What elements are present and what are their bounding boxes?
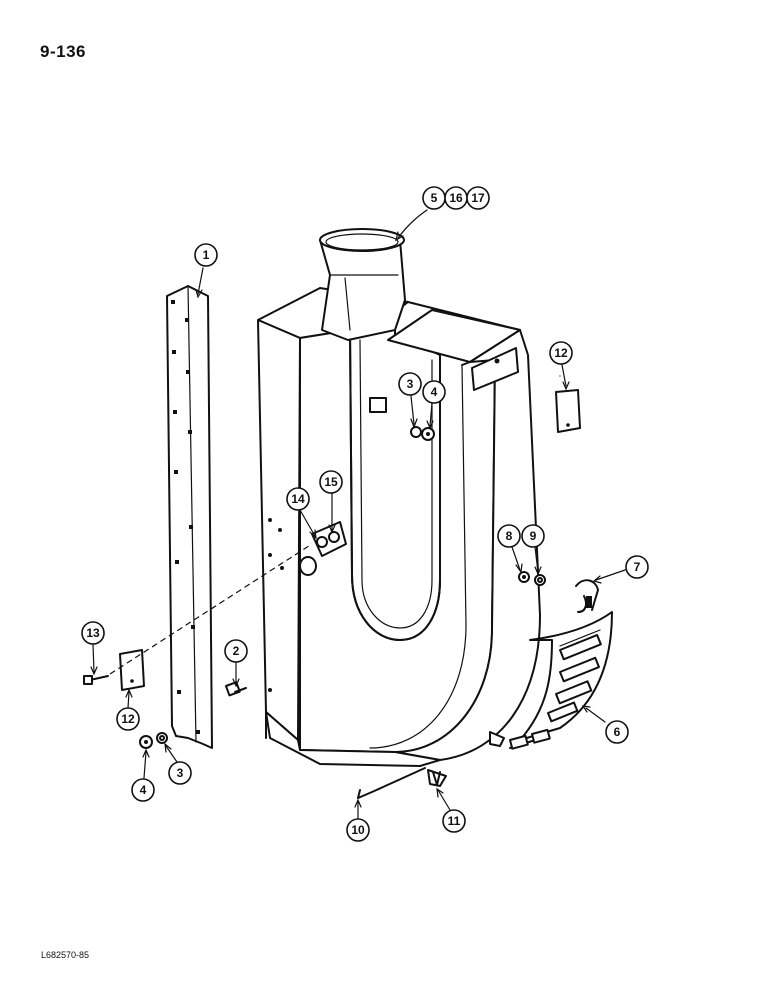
- callout-14: 14: [286, 487, 310, 511]
- callout-4-lower-label: 4: [140, 783, 147, 797]
- spring-clip: [575, 579, 599, 613]
- callout-10: 10: [346, 818, 370, 842]
- callout-3-lower: 3: [168, 761, 192, 785]
- callout-5: 5: [422, 186, 446, 210]
- callout-17-label: 17: [471, 191, 485, 205]
- callout-2-label: 2: [233, 644, 240, 658]
- cover-plate-left: [119, 649, 145, 691]
- cover-plate-right: [555, 389, 581, 433]
- callout-3-upper: 3: [398, 372, 422, 396]
- callout-15: 15: [319, 470, 343, 494]
- callout-3-upper-label: 3: [407, 377, 414, 391]
- callout-6: 6: [605, 720, 629, 744]
- callout-4-upper-label: 4: [431, 385, 438, 399]
- callout-4-lower: 4: [131, 778, 155, 802]
- callout-5-label: 5: [431, 191, 438, 205]
- callout-8: 8: [497, 524, 521, 548]
- callout-9-label: 9: [530, 529, 537, 543]
- callout-12-left: 12: [116, 707, 140, 731]
- drawing-code: L682570-85: [41, 950, 90, 960]
- callout-3-lower-label: 3: [177, 766, 184, 780]
- page-number: 9-136: [40, 42, 86, 61]
- callout-12-left-label: 12: [121, 712, 135, 726]
- callout-15-label: 15: [324, 475, 338, 489]
- callout-17: 17: [466, 186, 490, 210]
- louvered-grille: [509, 611, 613, 750]
- callout-10-label: 10: [351, 823, 365, 837]
- callout-12-right: 12: [549, 341, 573, 365]
- callout-7: 7: [625, 555, 649, 579]
- callout-7-label: 7: [634, 560, 641, 574]
- callout-13-label: 13: [86, 626, 100, 640]
- vertical-strip: [166, 285, 213, 749]
- callout-16-label: 16: [449, 191, 463, 205]
- callout-13: 13: [81, 621, 105, 645]
- callout-12-right-label: 12: [554, 346, 568, 360]
- callout-1-label: 1: [203, 248, 210, 262]
- duct-housing: [257, 287, 541, 787]
- callout-2: 2: [224, 639, 248, 663]
- hardware: [83, 426, 546, 799]
- callout-11-label: 11: [448, 814, 461, 828]
- leader-lines: [90, 209, 626, 819]
- outlet-cone: [319, 228, 406, 341]
- callout-11: 11: [442, 809, 466, 833]
- callout-9: 9: [521, 524, 545, 548]
- callout-14-label: 14: [291, 492, 305, 506]
- callout-4-upper: 4: [422, 380, 446, 404]
- callout-6-label: 6: [614, 725, 621, 739]
- callout-8-label: 8: [506, 529, 513, 543]
- callout-16: 16: [444, 186, 468, 210]
- callout-1: 1: [194, 243, 218, 267]
